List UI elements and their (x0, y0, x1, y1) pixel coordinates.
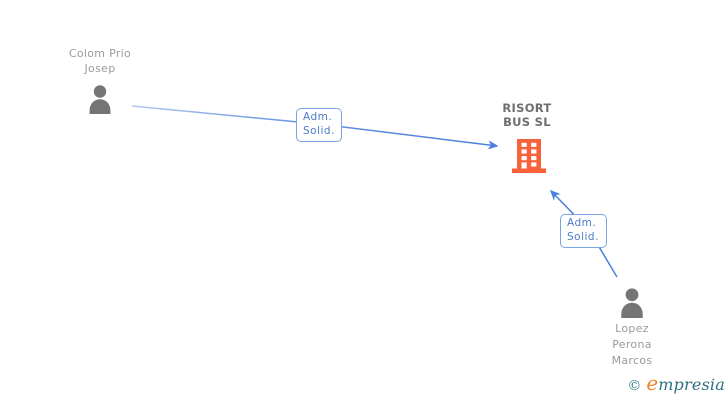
empresia-logo-initial: e (646, 371, 659, 395)
person-icon (89, 85, 111, 114)
company-name: RISORT BUS SL (502, 101, 552, 129)
edge-label-adm-solid-2[interactable]: Adm. Solid. (560, 214, 607, 248)
building-icon (512, 139, 546, 173)
person-icon (621, 288, 643, 318)
empresia-logo-text: mpresia (658, 375, 725, 394)
person-bottom-name: Lopez Perona Marcos (611, 322, 653, 367)
empresia-watermark[interactable]: ©empresia (627, 371, 725, 395)
edge-label-adm-solid-1[interactable]: Adm. Solid. (296, 108, 342, 142)
person-top-name: Colom Prio Josep (68, 47, 132, 75)
copyright-icon: © (627, 378, 642, 394)
